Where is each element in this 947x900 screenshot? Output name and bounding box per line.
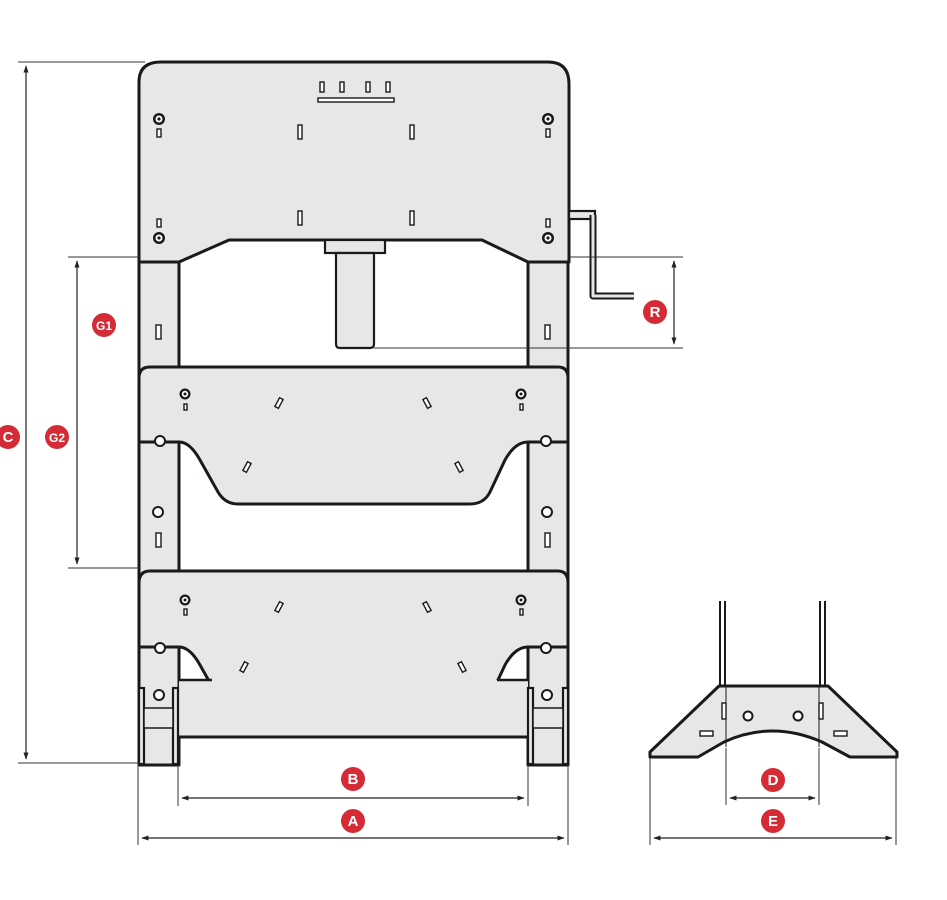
- badge-d-text: D: [768, 772, 779, 789]
- badge-r: R: [643, 300, 667, 324]
- badge-e: E: [761, 809, 785, 833]
- left-foot: [137, 686, 180, 766]
- bolt-icon: [542, 232, 554, 244]
- hydraulic-ram: [323, 238, 387, 350]
- lower-bed-plate: [137, 569, 570, 739]
- right-upright: [526, 253, 570, 767]
- pump-handle: [567, 209, 634, 300]
- side-view: [648, 601, 899, 759]
- badge-c: C: [0, 425, 20, 449]
- bolt-icon: [179, 594, 191, 606]
- front-view: [137, 60, 634, 767]
- badge-b-text: B: [348, 771, 359, 788]
- right-foot: [526, 686, 570, 766]
- head-plate: [137, 60, 571, 264]
- bolt-icon: [515, 594, 527, 606]
- badge-a-text: A: [348, 813, 359, 830]
- badge-g2: G2: [45, 425, 69, 449]
- badge-g1: G1: [92, 313, 116, 337]
- bolt-icon: [153, 232, 165, 244]
- badge-c-text: C: [3, 429, 14, 446]
- head-bolts: [153, 113, 554, 244]
- badge-e-text: E: [768, 813, 778, 830]
- left-upright: [137, 253, 181, 767]
- badge-g1-text: G1: [96, 319, 112, 333]
- upper-bed-plate: [137, 365, 570, 506]
- bolt-icon: [515, 388, 527, 400]
- badge-d: D: [761, 768, 785, 792]
- bolt-icon: [179, 388, 191, 400]
- badge-a: A: [341, 809, 365, 833]
- bolt-icon: [153, 113, 165, 125]
- badge-r-text: R: [650, 304, 661, 321]
- bolt-icon: [542, 113, 554, 125]
- dimension-lines: [18, 61, 897, 845]
- badge-g2-text: G2: [49, 431, 65, 445]
- badge-b: B: [341, 767, 365, 791]
- dimension-badges: C G1 G2 R B A D E: [0, 300, 785, 833]
